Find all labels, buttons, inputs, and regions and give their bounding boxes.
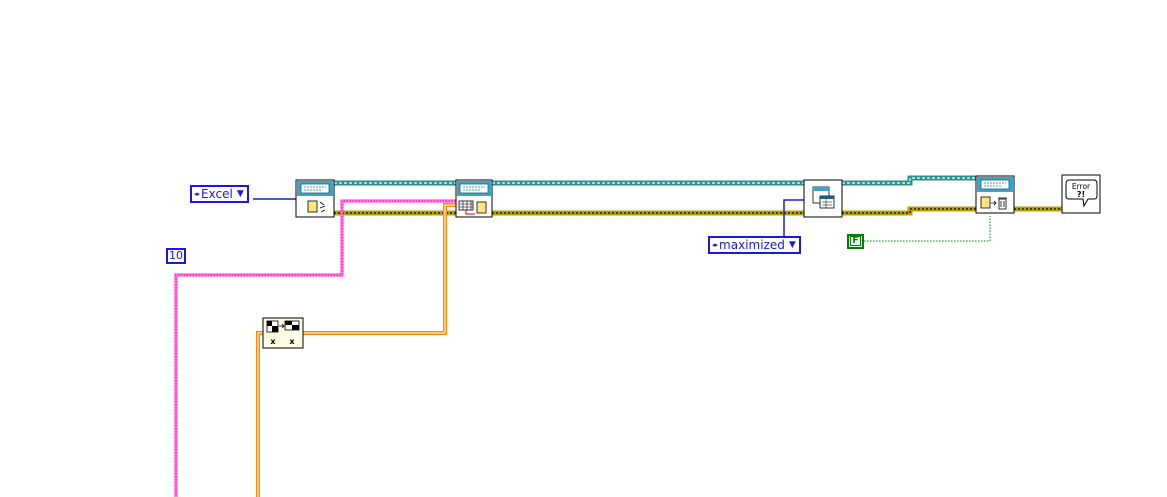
transpose-array-node[interactable]: x x [262, 317, 304, 349]
error-glyph: ?! [1077, 190, 1085, 199]
window-state-wire[interactable] [783, 199, 804, 236]
increment-decrement-icon[interactable]: ◂▸ [194, 190, 200, 198]
app-type-value: Excel [201, 187, 233, 201]
window-state-ring[interactable]: ◂▸ maximized ▼ [708, 236, 801, 254]
svg-text:x: x [289, 337, 295, 346]
new-document-icon [307, 200, 326, 213]
array-wire[interactable] [256, 203, 456, 497]
error-handler-label: Error [1072, 182, 1091, 191]
boolean-constant[interactable]: F [847, 234, 864, 249]
dispose-report-node[interactable] [975, 175, 1015, 214]
window-icon [812, 186, 835, 209]
trash-icon [980, 196, 1007, 210]
chevron-down-icon[interactable]: ▼ [236, 189, 244, 199]
excel-insert-table-node[interactable] [455, 179, 493, 218]
app-type-ring[interactable]: ◂▸ Excel ▼ [190, 185, 249, 203]
report-refnum-wire[interactable] [334, 175, 976, 186]
error-handler-node[interactable]: Error ?! [1061, 174, 1101, 214]
numeric-constant[interactable]: 10 [166, 248, 186, 264]
numeric-constant-value: 10 [169, 249, 183, 262]
increment-decrement-icon[interactable]: ◂▸ [712, 241, 718, 249]
svg-text:x: x [270, 337, 276, 346]
transpose-icon: x x [266, 320, 300, 346]
boolean-constant-value: F [850, 236, 861, 246]
boolean-wire[interactable] [864, 216, 991, 242]
new-report-node[interactable] [295, 179, 335, 218]
window-state-value: maximized [719, 238, 785, 252]
chevron-down-icon[interactable]: ▼ [788, 240, 796, 250]
string-wire[interactable] [174, 199, 456, 497]
table-icon [458, 200, 487, 215]
error-cluster-wire[interactable] [334, 206, 1062, 216]
excel-window-node[interactable] [803, 179, 843, 218]
